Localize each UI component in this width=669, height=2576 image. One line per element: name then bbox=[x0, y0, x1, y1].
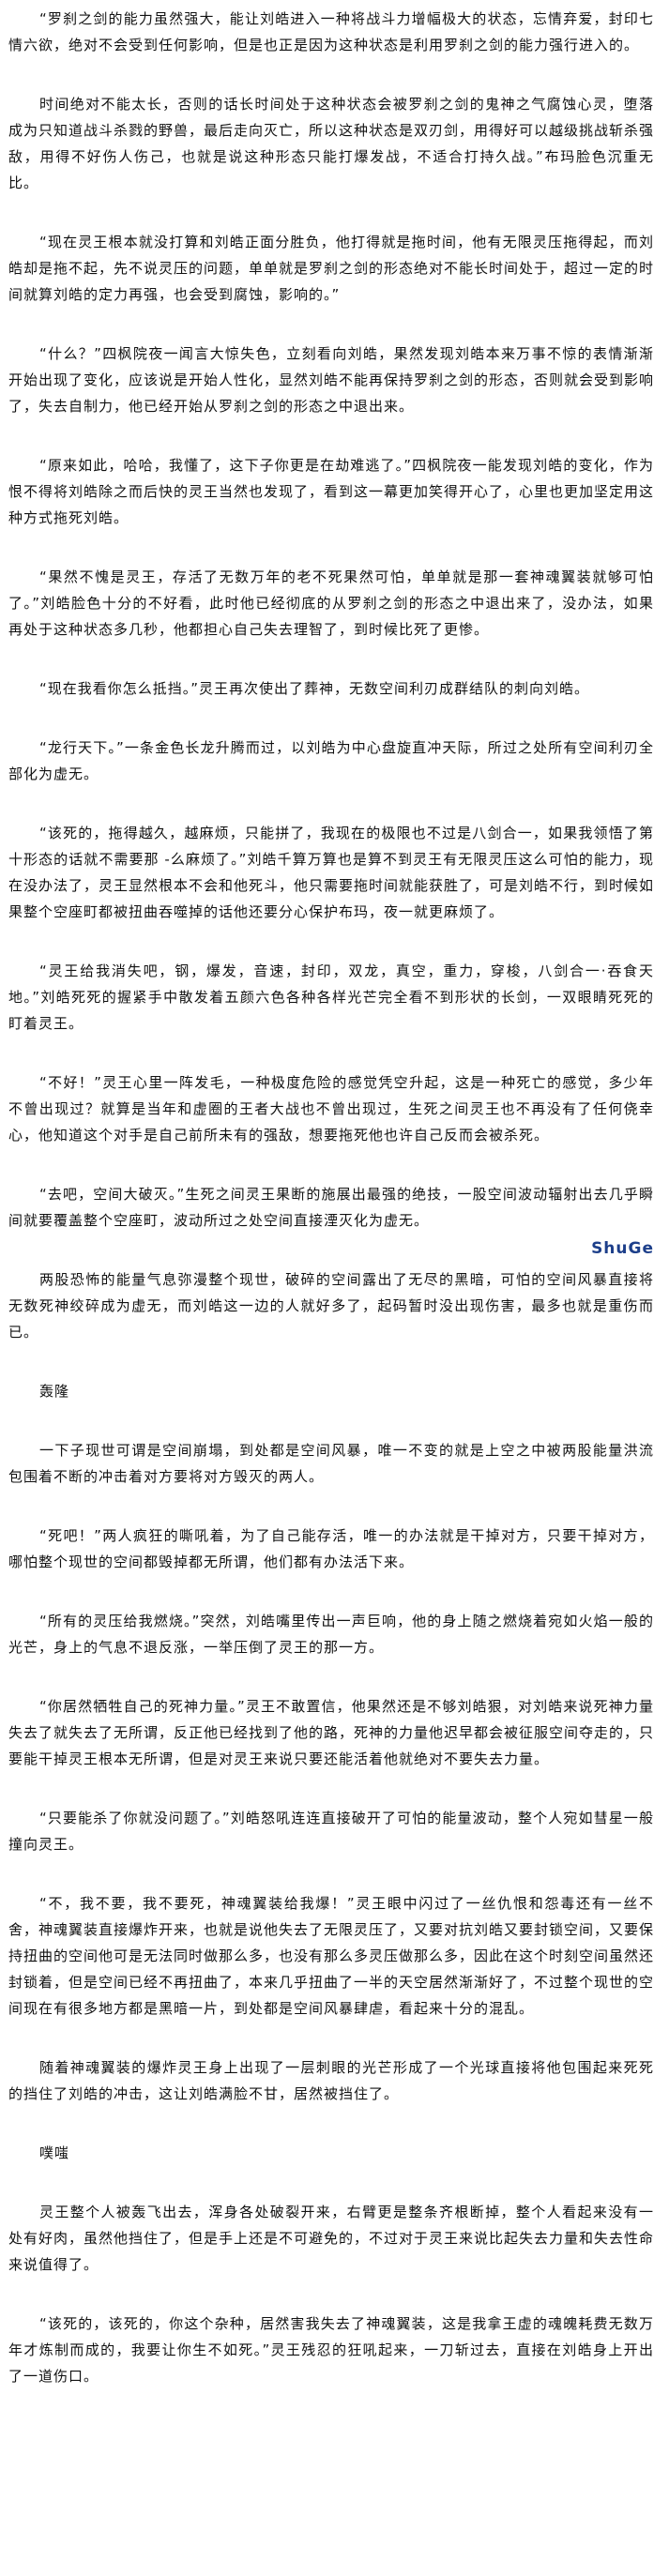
paragraph: “去吧，空间大破灭。”生死之间灵王果断的施展出最强的绝技，一股空间波动辐射出去几… bbox=[8, 1186, 654, 1229]
paragraph: 两股恐怖的能量气息弥漫整个现世，破碎的空间露出了无尽的黑暗，可怕的空间风暴直接将… bbox=[8, 1271, 654, 1341]
paragraph: “龙行天下。”一条金色长龙升腾而过，以刘皓为中心盘旋直冲天际，所过之处所有空间利… bbox=[8, 739, 654, 782]
paragraph: 随着神魂翼装的爆炸灵王身上出现了一层刺眼的光芒形成了一个光球直接将他包围起来死死… bbox=[8, 2059, 654, 2102]
paragraph: “灵王给我消失吧，钢，爆发，音速，封印，双龙，真空，重力，穿梭，八剑合一·吞食天… bbox=[8, 962, 654, 1032]
paragraph: “该死的，拖得越久，越麻烦，只能拼了，我现在的极限也不过是八剑合一，如果我领悟了… bbox=[8, 825, 655, 920]
paragraph: “所有的灵压给我燃烧。”突然，刘皓嘴里传出一声巨响，他的身上随之燃烧着宛如火焰一… bbox=[8, 1613, 654, 1656]
paragraph: “不，我不要，我不要死，神魂翼装给我爆！”灵王眼中闪过了一丝仇恨和怨毒还有一丝不… bbox=[8, 1895, 655, 2017]
paragraph: “原来如此，哈哈，我懂了，这下子你更是在劫难逃了。”四枫院夜一能发现刘皓的变化，… bbox=[8, 457, 655, 526]
paragraph: “死吧！”两人疯狂的嘶吼着，为了自己能存活，唯一的办法就是干掉对方，只要干掉对方… bbox=[8, 1527, 654, 1570]
paragraph: “现在我看你怎么抵挡。”灵王再次使出了葬神，无数空间利刃成群结队的刺向刘皓。 bbox=[39, 680, 590, 697]
paragraph: “果然不愧是灵王，存活了无数万年的老不死果然可怕，单单就是那一套神魂翼装就够可怕… bbox=[8, 568, 654, 638]
paragraph: “现在灵王根本就没打算和刘皓正面分胜负，他打得就是拖时间，他有无限灵压拖得起，而… bbox=[8, 234, 655, 303]
paragraph: “你居然牺牲自己的死神力量。”灵王不敢置信，他果然还是不够刘皓狠，对刘皓来说死神… bbox=[8, 1698, 655, 1767]
paragraph: “只要能杀了你就没问题了。”刘皓怒吼连连直接破开了可怕的能量波动，整个人宛如彗星… bbox=[8, 1810, 654, 1853]
paragraph: “该死的，该死的，你这个杂种，居然害我失去了神魂翼装，这是我拿王虚的魂魄耗费无数… bbox=[8, 2315, 654, 2385]
paragraph: 时间绝对不能太长，否则的话长时间处于这种状态会被罗刹之剑的鬼神之气腐蚀心灵，堕落… bbox=[8, 96, 655, 191]
paragraph: “不好！”灵王心里一阵发毛，一种极度危险的感觉凭空升起，这是一种死亡的感觉，多少… bbox=[8, 1074, 654, 1144]
paragraph: “什么？”四枫院夜一闻言大惊失色，立刻看向刘皓，果然发现刘皓本来万事不惊的表情渐… bbox=[8, 345, 655, 415]
site-watermark-logo: ShuGe bbox=[591, 1239, 654, 1258]
sound-effect-line: 轰隆 bbox=[39, 1383, 70, 1400]
sound-effect-line: 噗嗤 bbox=[39, 2144, 70, 2161]
paragraph: “罗刹之剑的能力虽然强大，能让刘皓进入一种将战斗力增幅极大的状态，忘情弃爱，封印… bbox=[8, 10, 654, 53]
paragraph: 一下子现世可谓是空间崩塌，到处都是空间风暴，唯一不变的就是上空之中被两股能量洪流… bbox=[8, 1442, 654, 1485]
paragraph: 灵王整个人被轰飞出去，浑身各处破裂开来，右臂更是整条齐根断掉，整个人看起来没有一… bbox=[8, 2204, 655, 2273]
article-body: “罗刹之剑的能力虽然强大，能让刘皓进入一种将战斗力增幅极大的状态，忘情弃爱，封印… bbox=[8, 10, 655, 2385]
